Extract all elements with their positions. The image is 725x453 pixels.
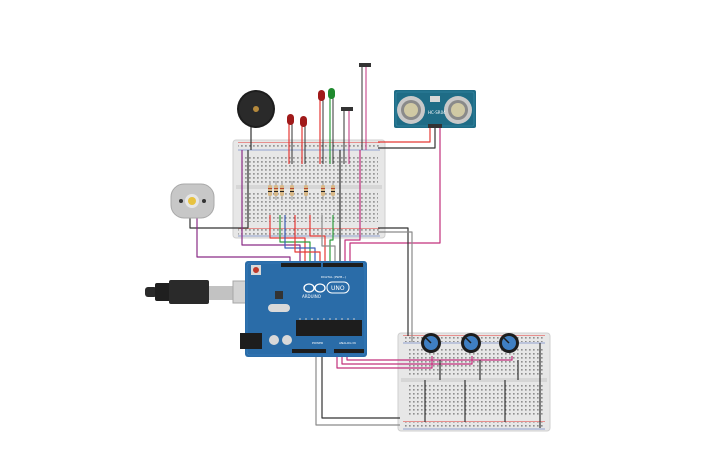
connector-mid [341, 107, 353, 111]
resistor-3 [280, 181, 284, 200]
header-connectors [341, 63, 371, 164]
wire-us-trig [349, 128, 441, 263]
wire-led5-red [309, 215, 326, 263]
led-red-3 [318, 90, 325, 164]
potentiometer-1 [421, 333, 441, 353]
ultrasonic-label: HC-SR04 [428, 110, 446, 115]
wire-motor-black [189, 150, 249, 229]
power-label: POWER [312, 341, 323, 345]
arduino-uno: UNO ARDUINO DIGITAL (PWM~) POWER ANALOG … [240, 261, 367, 357]
leds [287, 88, 335, 164]
wires [189, 124, 541, 428]
resistor-4 [290, 181, 294, 200]
wire-motor-purple [196, 213, 291, 263]
wire-power-5v [315, 356, 400, 426]
arduino-logo-text: ARDUINO [302, 294, 321, 299]
ultrasonic-sensor: HC-SR04 [394, 90, 476, 128]
wire-led1-red [269, 215, 306, 263]
resistors [268, 181, 335, 200]
wire-us-echo [344, 150, 361, 263]
potentiometer-3 [499, 333, 519, 353]
wire-rail-link-black [378, 227, 409, 336]
analog-label: ANALOG IN [339, 341, 356, 345]
dc-motor [170, 183, 215, 219]
led-red-1 [287, 114, 294, 164]
wire-led7-gray [321, 215, 336, 263]
wire-rail-link-gray [378, 231, 413, 342]
resistor-6 [321, 181, 325, 200]
potentiometer-2 [461, 333, 481, 353]
wire-us-vcc [378, 128, 431, 143]
arduino-model: UNO [331, 285, 345, 292]
wire-pot3-sig [346, 356, 513, 361]
resistor-1 [268, 181, 272, 200]
wire-led4-red [294, 215, 321, 263]
resistor-2 [274, 181, 278, 200]
wire-us-gnd [378, 128, 436, 149]
wire-buzzer-sig [241, 150, 301, 263]
resistor-5 [304, 181, 308, 200]
wire-power-gnd [321, 356, 400, 419]
wire-led6-green [329, 215, 334, 263]
digital-label: DIGITAL (PWM~) [321, 275, 346, 279]
arduino-logo-icon [303, 283, 326, 293]
led-green-1 [328, 88, 335, 164]
piezo-buzzer [237, 90, 275, 128]
wire-pot1-sig [336, 356, 433, 369]
potentiometers [421, 333, 519, 353]
breadboard-top [232, 139, 386, 239]
led-red-2 [300, 116, 307, 164]
connector-top [359, 63, 371, 67]
wire-led3-blue [284, 215, 316, 263]
resistor-7 [331, 181, 335, 200]
